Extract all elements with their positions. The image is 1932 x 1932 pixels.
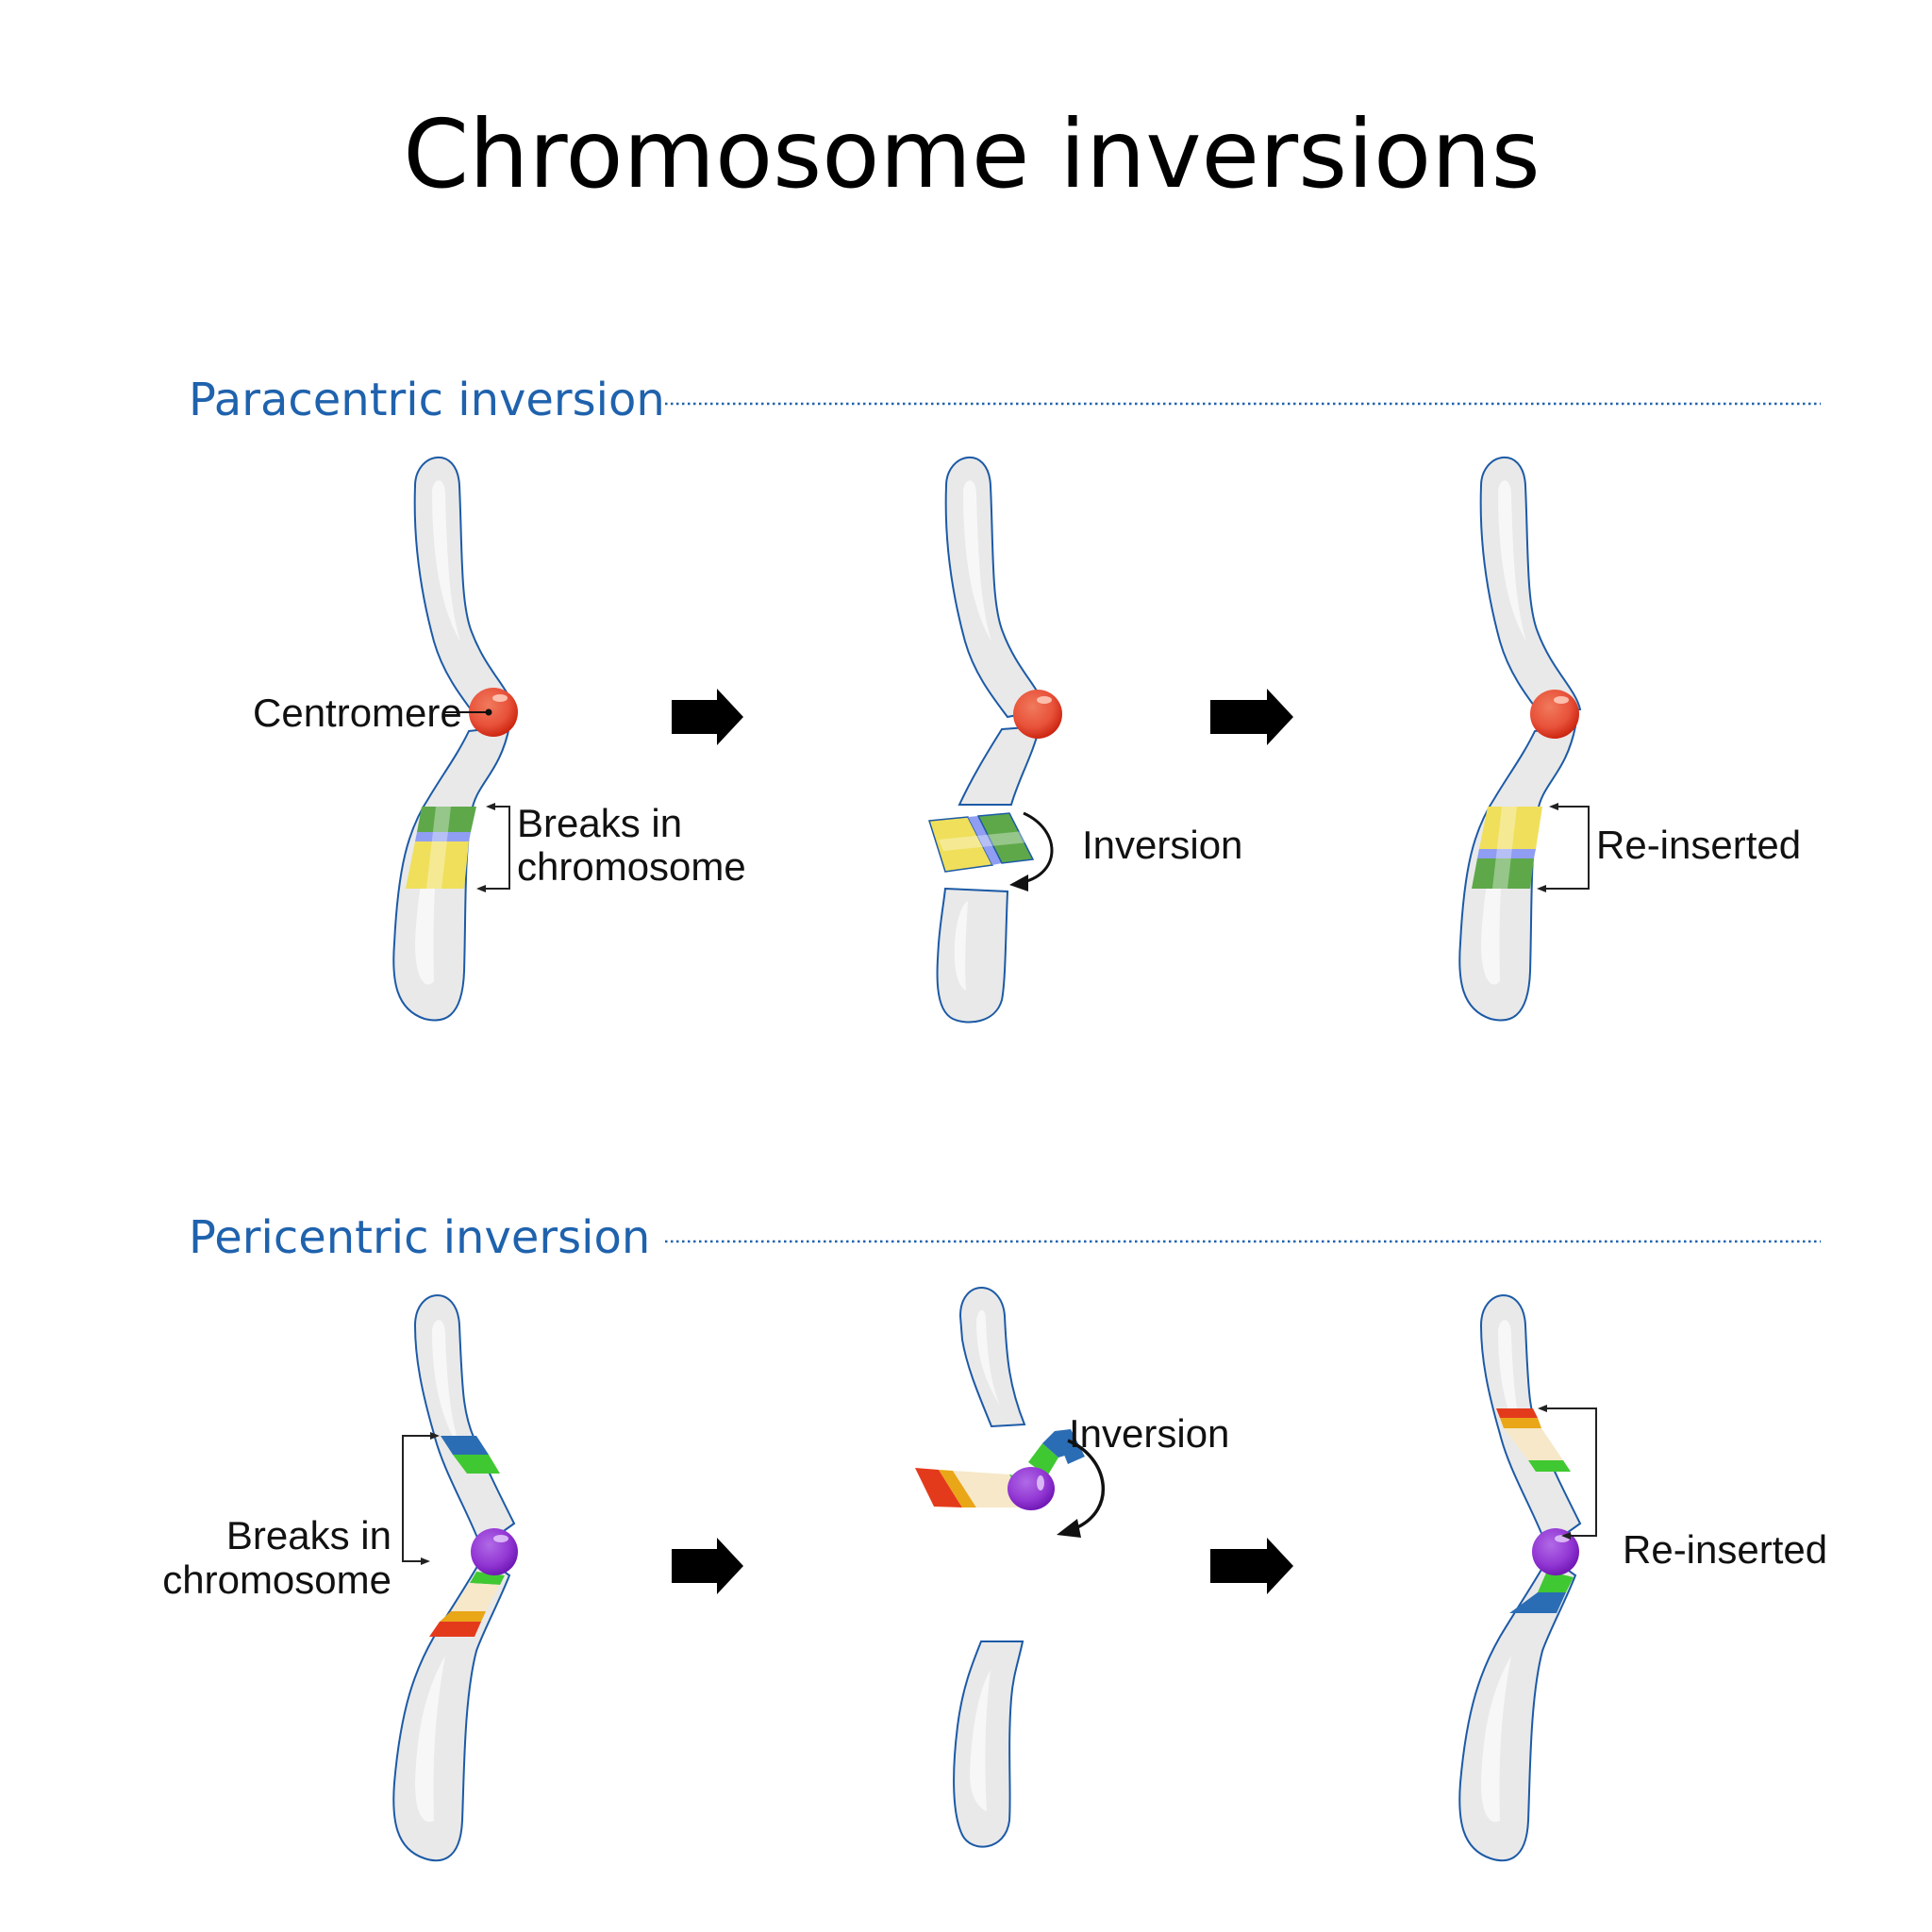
centromere-shine xyxy=(492,694,508,702)
breaks-bracket xyxy=(402,1435,436,1562)
bracket-arrowheads xyxy=(421,1432,440,1565)
highlight xyxy=(1498,480,1526,641)
centromere-shine xyxy=(493,1535,508,1542)
band-red xyxy=(1496,1408,1538,1418)
centromere xyxy=(1013,690,1062,739)
band-green xyxy=(1472,858,1534,889)
chromosome-original xyxy=(392,1294,518,1862)
section-heading-pericentric: Pericentric inversion xyxy=(189,1211,650,1264)
label-inversion: Inversion xyxy=(1069,1411,1229,1456)
band-yellow xyxy=(406,841,469,889)
band-green xyxy=(1528,1460,1571,1472)
rotation-arrowhead xyxy=(1009,874,1028,891)
centromere xyxy=(471,1528,518,1575)
rotation-arrow-icon xyxy=(1067,1439,1106,1530)
inverted-fragment xyxy=(928,812,1035,873)
centromere xyxy=(1530,690,1579,739)
band-cream xyxy=(953,1471,1028,1507)
centromere-shine xyxy=(1037,696,1052,704)
label-breaks-line1: Breaks in xyxy=(517,801,682,845)
chromosome-upper-arm xyxy=(413,1294,516,1549)
band-orange xyxy=(939,1470,976,1507)
band-blue xyxy=(441,1436,489,1455)
highlight xyxy=(970,1670,991,1811)
centromere-shine xyxy=(1037,1475,1044,1491)
process-arrow-icon xyxy=(672,1538,743,1594)
chromosome-lower-arm xyxy=(936,887,1009,1024)
breaks-bracket xyxy=(481,806,510,890)
highlight xyxy=(415,1656,445,1823)
band-yellow xyxy=(1479,807,1542,849)
label-reinserted: Re-inserted xyxy=(1596,823,1801,867)
process-arrow-icon xyxy=(1210,1538,1293,1594)
chromosome-original xyxy=(392,457,518,1022)
band-red xyxy=(429,1622,481,1637)
band-green xyxy=(453,1455,500,1474)
label-centromere: Centromere xyxy=(253,691,462,735)
chromosome-upper-arm xyxy=(1479,457,1582,719)
band-green xyxy=(417,807,476,832)
band-blue xyxy=(1509,1592,1566,1613)
chromosome-breaking xyxy=(928,457,1062,1024)
bracket-arrowheads xyxy=(476,803,495,892)
chromosome-upper-fragment xyxy=(958,1287,1026,1428)
process-arrow-icon xyxy=(1210,689,1293,745)
chromosome-breaking xyxy=(915,1287,1106,1848)
rotation-arrow-icon xyxy=(1023,811,1054,884)
band-orange xyxy=(440,1611,486,1622)
highlight xyxy=(1481,1656,1511,1823)
highlight xyxy=(976,1309,1000,1406)
band-red xyxy=(915,1468,962,1507)
band-cream xyxy=(1504,1428,1563,1460)
band-green xyxy=(1028,1443,1058,1476)
paracentric-section: Paracentric inversion Centromere Breaks … xyxy=(189,374,1821,1024)
chromosome-broken-segment xyxy=(958,724,1041,806)
centromere-shine xyxy=(1554,696,1569,704)
pointer-dot xyxy=(485,708,492,716)
highlight xyxy=(1498,1320,1528,1453)
highlight xyxy=(954,901,968,991)
chromosome-upper-arm xyxy=(944,457,1047,719)
pericentric-section: Pericentric inversion Breaks in chromoso… xyxy=(162,1211,1827,1862)
band-blue xyxy=(1042,1431,1068,1457)
centromere xyxy=(1008,1467,1055,1510)
section-heading-paracentric: Paracentric inversion xyxy=(189,374,665,426)
band-blue xyxy=(415,832,471,841)
band-highlight xyxy=(939,831,1028,851)
reinserted-bracket xyxy=(1542,1407,1597,1537)
process-arrow-icon xyxy=(672,689,743,745)
band-blue xyxy=(1055,1429,1085,1464)
chromosome-reinserted xyxy=(1458,1294,1582,1862)
label-breaks-line2: chromosome xyxy=(517,844,746,889)
band-green xyxy=(1538,1571,1574,1592)
rotation-arrowhead xyxy=(1057,1519,1081,1538)
chromosome-lower-fragment xyxy=(953,1641,1024,1848)
highlight xyxy=(963,480,991,641)
label-reinserted: Re-inserted xyxy=(1623,1527,1827,1572)
label-breaks-line1: Breaks in xyxy=(226,1513,391,1557)
page-title: Chromosome inversions xyxy=(403,99,1540,209)
label-inversion: Inversion xyxy=(1082,823,1242,867)
reinserted-bracket xyxy=(1542,806,1590,890)
band-highlight xyxy=(426,807,451,889)
chromosome-upper-arm xyxy=(413,457,516,719)
chromosome-reinserted xyxy=(1458,457,1582,1022)
band-blue xyxy=(1477,849,1536,858)
band-cream xyxy=(451,1583,500,1611)
highlight xyxy=(432,480,460,641)
label-breaks-line2: chromosome xyxy=(162,1557,391,1602)
highlight xyxy=(432,1320,462,1453)
band-green xyxy=(976,812,1035,864)
band-orange xyxy=(1500,1418,1541,1428)
band-highlight xyxy=(1492,807,1517,889)
chromosome-lower-arm xyxy=(392,1555,511,1862)
band-blue xyxy=(968,816,1002,865)
